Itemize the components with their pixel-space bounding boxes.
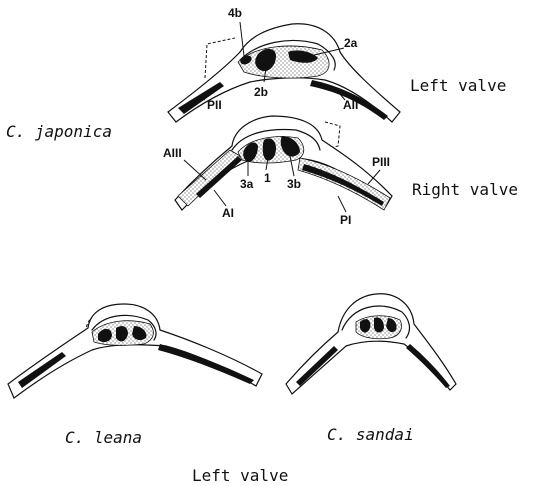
species-label-leana: C. leana [65,428,142,447]
valve-label-top-right: Right valve [412,180,518,199]
tooth-label-4b: 4b [228,6,242,20]
tooth-label-PIII: PIII [372,155,390,169]
japonica-right-valve-hinge [175,116,392,212]
species-label-japonica: C. japonica [6,122,112,141]
tooth-label-PII: PII [207,98,222,112]
leader-PI [338,196,346,212]
tooth-label-3b: 3b [287,177,301,191]
tooth-label-AII: AII [343,98,358,112]
tooth-label-2b: 2b [254,85,268,99]
sandai-left-valve-hinge [286,294,456,394]
valve-label-bottom: Left valve [192,466,288,485]
tooth-label-1: 1 [264,171,271,185]
japonica-right-lateral-AIII-band [178,150,240,206]
tooth-label-3a: 3a [240,177,254,191]
leana-lateral-anterior [18,352,66,388]
japonica-left-valve-hinge [168,22,400,122]
tooth-label-AI: AI [222,206,234,220]
leader-AI [214,190,226,206]
sandai-hinge-plate [286,294,456,394]
leana-hinge-plate [8,304,262,398]
tooth-label-PI: PI [340,213,351,227]
species-label-sandai: C. sandai [327,425,414,444]
leader-AIII [184,160,206,180]
tooth-label-AIII: AIII [163,146,182,160]
leana-left-valve-hinge [8,304,262,398]
tooth-label-2a: 2a [344,36,358,50]
valve-label-top-left: Left valve [410,76,506,95]
